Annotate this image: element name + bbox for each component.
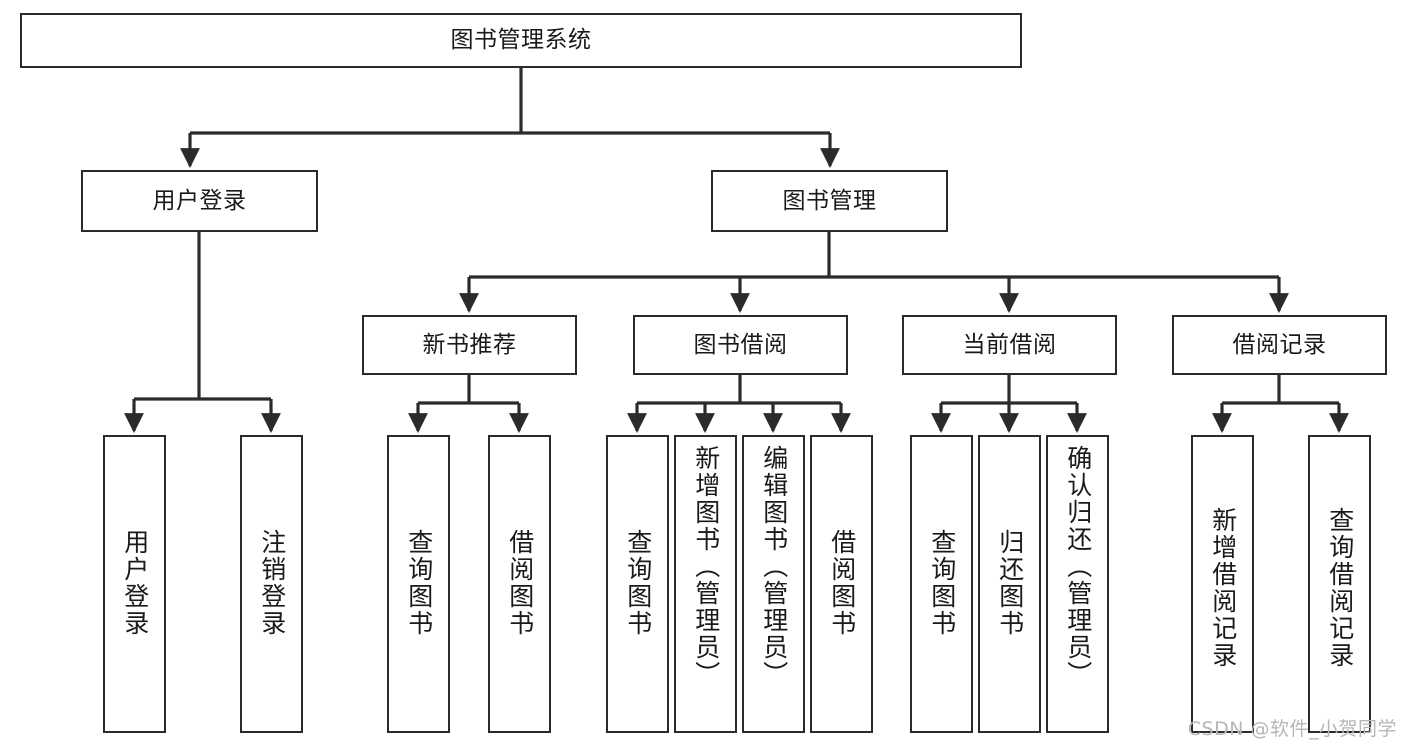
node-current-borrow[interactable]: 当前借阅 [902, 315, 1117, 375]
node-leaf-user-login[interactable]: 用户登录 [103, 435, 166, 733]
node-book-management[interactable]: 图书管理 [711, 170, 948, 232]
node-user-login[interactable]: 用户登录 [81, 170, 318, 232]
node-label: 查询图书 [623, 529, 653, 637]
node-leaf-borrow-book-newbook[interactable]: 借阅图书 [488, 435, 551, 733]
node-label: 新书推荐 [422, 331, 517, 358]
node-label: 图书管理系统 [450, 27, 592, 54]
node-leaf-query-book-borrow[interactable]: 查询图书 [606, 435, 669, 733]
node-label: 借阅图书 [505, 529, 535, 637]
node-label: 借阅图书 [827, 529, 857, 637]
node-leaf-return-book[interactable]: 归还图书 [978, 435, 1041, 733]
node-label: 图书借阅 [693, 331, 788, 358]
node-label: 图书管理 [782, 187, 877, 214]
node-leaf-logout[interactable]: 注销登录 [240, 435, 303, 733]
node-label: 查询图书 [927, 529, 957, 637]
node-label: 当前借阅 [962, 331, 1057, 358]
node-new-book-recommend[interactable]: 新书推荐 [362, 315, 577, 375]
node-label: 查询图书 [404, 529, 434, 637]
node-leaf-add-book-admin[interactable]: 新增图书（管理员） [674, 435, 737, 733]
node-label: 归还图书 [995, 529, 1025, 637]
node-borrow-record[interactable]: 借阅记录 [1172, 315, 1387, 375]
node-book-borrow[interactable]: 图书借阅 [633, 315, 848, 375]
node-label: 查询借阅记录 [1325, 507, 1355, 669]
node-label: 编辑图书（管理员） [759, 445, 789, 688]
node-label: 新增图书（管理员） [691, 445, 721, 688]
node-label: 新增借阅记录 [1208, 507, 1238, 669]
node-leaf-add-borrow-record[interactable]: 新增借阅记录 [1191, 435, 1254, 733]
node-label: 用户登录 [120, 529, 150, 637]
node-root-book-management-system[interactable]: 图书管理系统 [20, 13, 1022, 68]
node-label: 借阅记录 [1232, 331, 1327, 358]
node-label: 注销登录 [257, 529, 287, 637]
node-leaf-query-book-current[interactable]: 查询图书 [910, 435, 973, 733]
node-leaf-edit-book-admin[interactable]: 编辑图书（管理员） [742, 435, 805, 733]
node-label: 确认归还（管理员） [1063, 445, 1093, 688]
node-leaf-borrow-book[interactable]: 借阅图书 [810, 435, 873, 733]
node-label: 用户登录 [152, 187, 247, 214]
watermark: CSDN @软件_小贺同学 [1187, 718, 1397, 740]
node-leaf-confirm-return-admin[interactable]: 确认归还（管理员） [1046, 435, 1109, 733]
node-leaf-query-book-newbook[interactable]: 查询图书 [387, 435, 450, 733]
node-leaf-query-borrow-record[interactable]: 查询借阅记录 [1308, 435, 1371, 733]
